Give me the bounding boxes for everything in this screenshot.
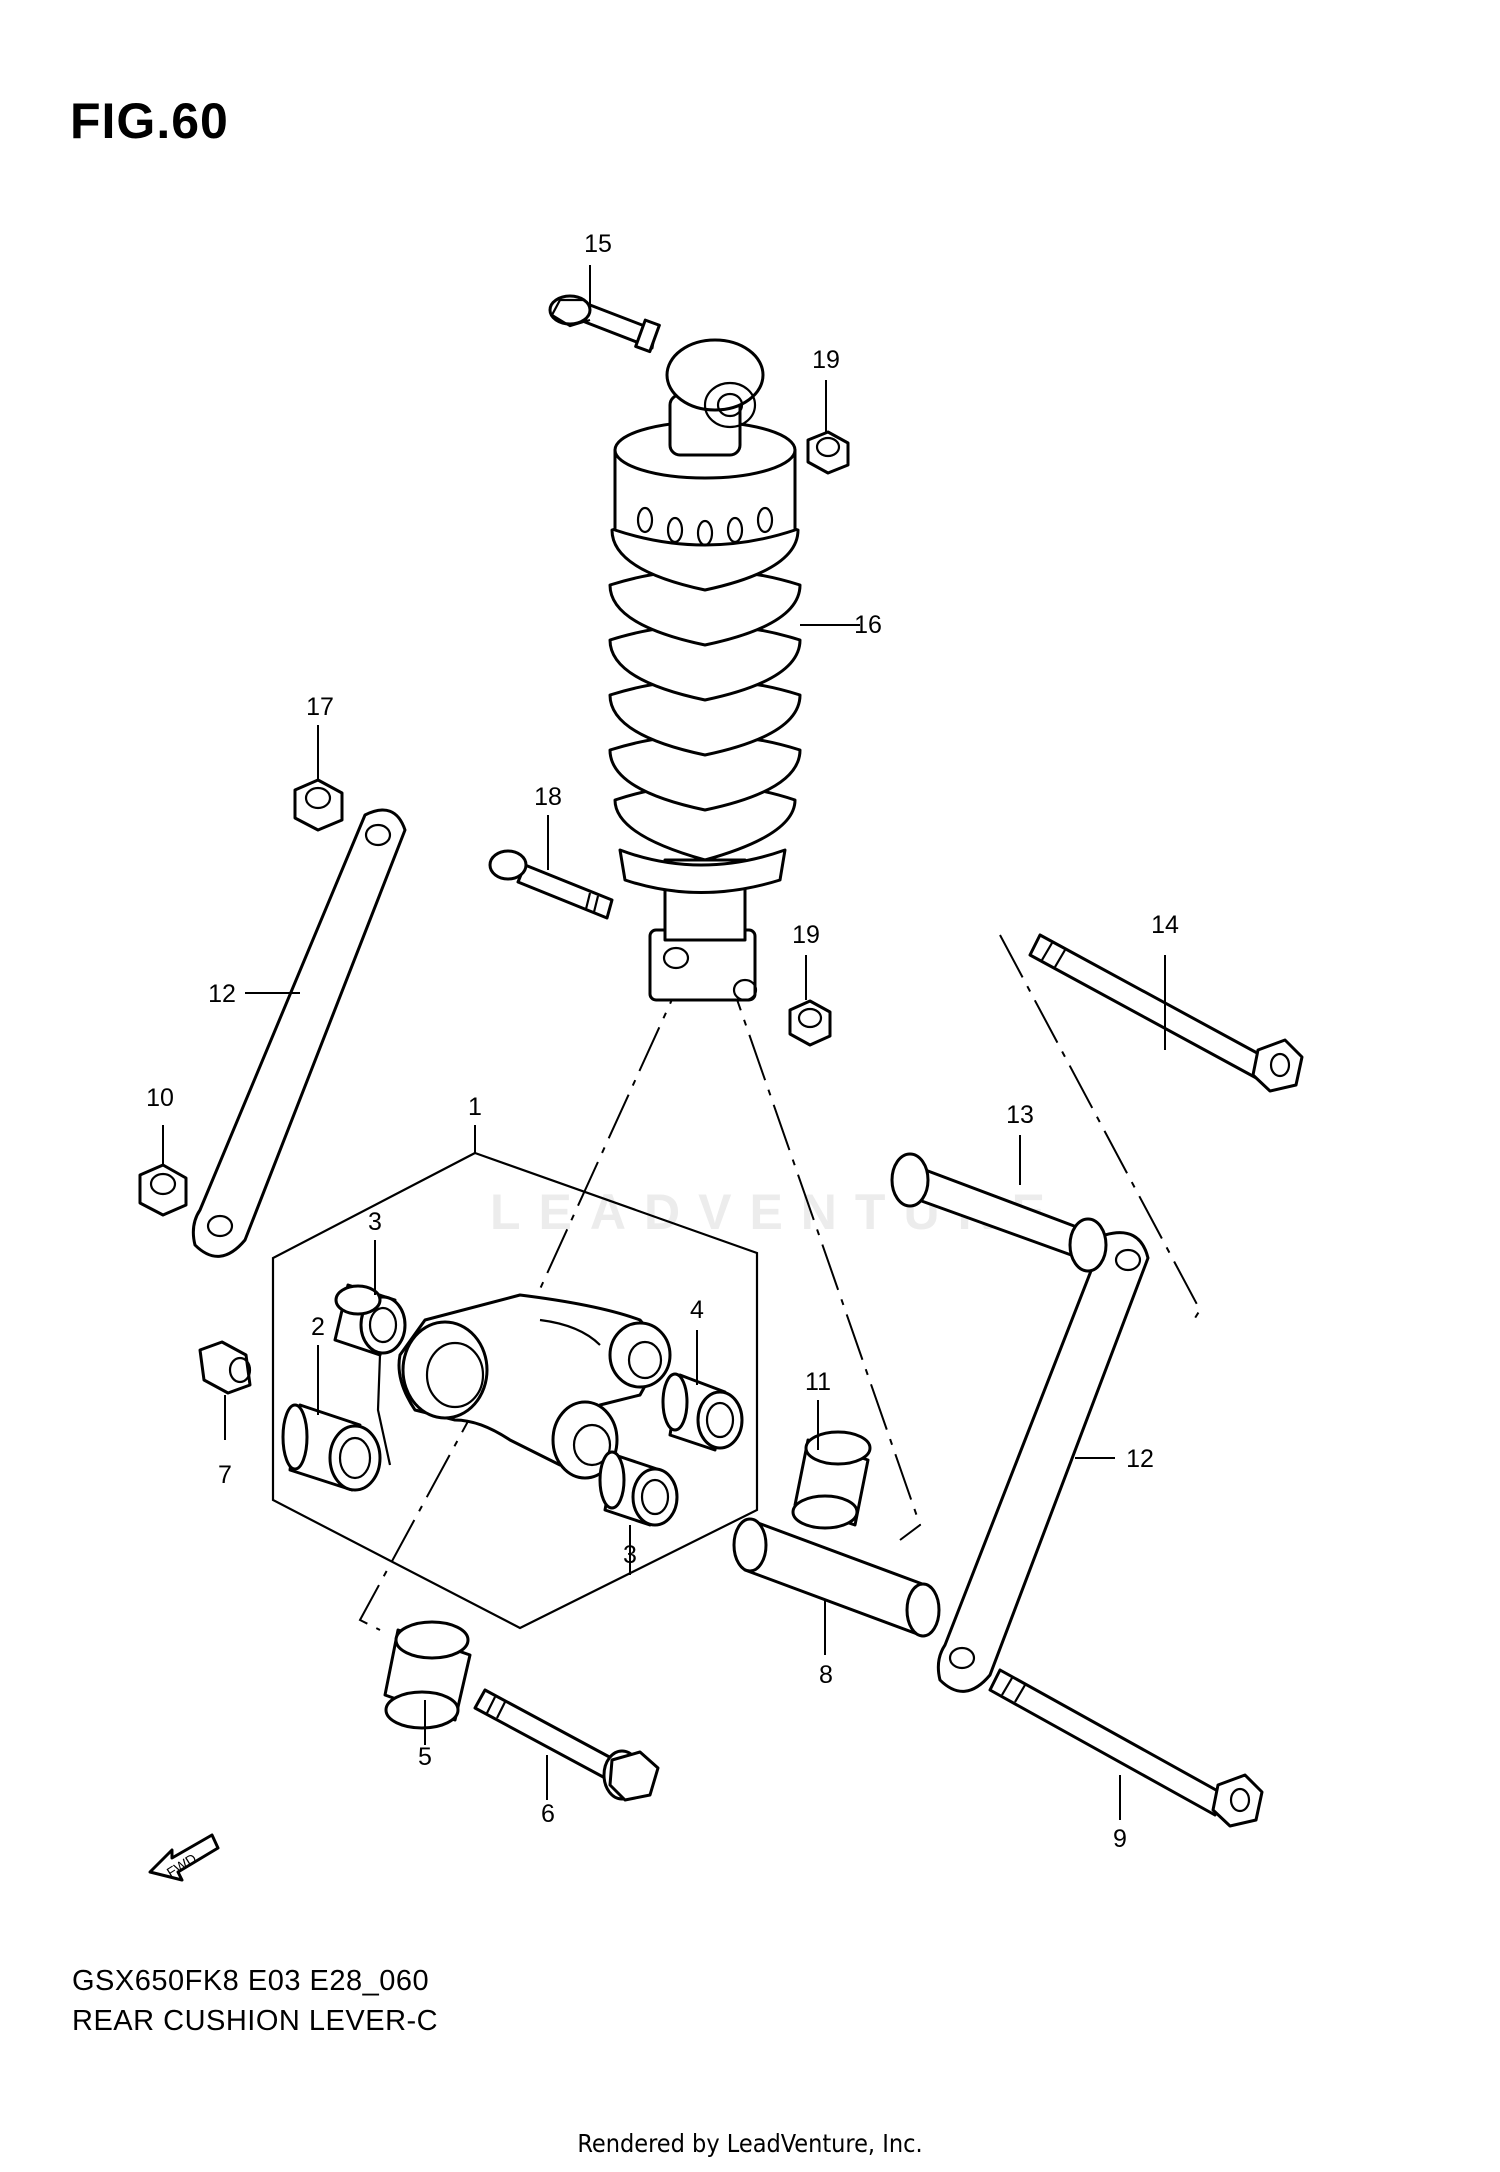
callout-19-lower: 19 (792, 921, 820, 949)
callout-7: 7 (218, 1461, 232, 1489)
callout-9: 9 (1113, 1825, 1127, 1853)
callout-5: 5 (418, 1743, 432, 1771)
nut-15 (293, 778, 344, 832)
rear-shock-absorber (608, 338, 802, 1002)
bearing-2 (281, 1403, 382, 1492)
model-code: GSX650FK8 E03 E28_060 (72, 1965, 430, 1997)
callout-11: 11 (805, 1368, 831, 1396)
leader-lines (162, 265, 1166, 1820)
bearing-3-lower (598, 1450, 679, 1527)
callout-13: 13 (1006, 1101, 1034, 1129)
bolt-14 (1028, 933, 1304, 1093)
nut-7 (198, 1340, 252, 1395)
callout-14: 14 (1151, 911, 1179, 939)
callout-2: 2 (311, 1313, 325, 1341)
cushion-lever (397, 1293, 672, 1480)
nut-10 (138, 1163, 188, 1217)
nut-19-upper (806, 430, 850, 475)
figure-name: REAR CUSHION LEVER-C (72, 2005, 439, 2037)
callout-4: 4 (690, 1296, 704, 1324)
bolt-6 (473, 1688, 660, 1802)
callout-8: 8 (819, 1661, 833, 1689)
callout-3-lower: 3 (623, 1541, 637, 1569)
bolt-18 (488, 849, 614, 920)
bearing-2-bracket (376, 1354, 392, 1466)
spacer-11 (791, 1430, 872, 1530)
spacer-5 (383, 1620, 472, 1730)
bearing-4 (661, 1372, 744, 1452)
callout-15: 17 (306, 693, 334, 721)
callout-19-upper: 19 (812, 346, 840, 374)
alignment-lines (358, 934, 1202, 1631)
callout-16: 16 (854, 611, 882, 639)
callout-3-upper: 3 (368, 1208, 382, 1236)
nut-19-lower (788, 999, 832, 1047)
callout-10: 10 (146, 1084, 174, 1112)
callout-17: 15 (584, 230, 612, 258)
link-rod-12-right (936, 1231, 1150, 1693)
render-credit: Rendered by LeadVenture, Inc. (577, 2129, 923, 2158)
fwd-arrow-icon: FWD (148, 1833, 220, 1882)
callout-12-left: 12 (208, 980, 236, 1008)
callout-6: 6 (541, 1800, 555, 1828)
bearing-3-upper (333, 1283, 407, 1357)
bolt-17 (548, 294, 661, 354)
figure-number: FIG.60 (70, 93, 229, 149)
callout-18: 18 (534, 783, 562, 811)
callout-12-right: 12 (1126, 1445, 1154, 1473)
bolt-9 (988, 1668, 1264, 1828)
lever-assembly-outline (271, 1151, 759, 1630)
link-rod-12-left (191, 808, 407, 1258)
collar-8 (732, 1517, 941, 1638)
callout-labels: 15 19 16 17 18 19 14 12 10 1 13 3 2 4 11… (146, 230, 1179, 1853)
collar-13 (890, 1152, 1108, 1273)
callout-1: 1 (468, 1093, 482, 1121)
